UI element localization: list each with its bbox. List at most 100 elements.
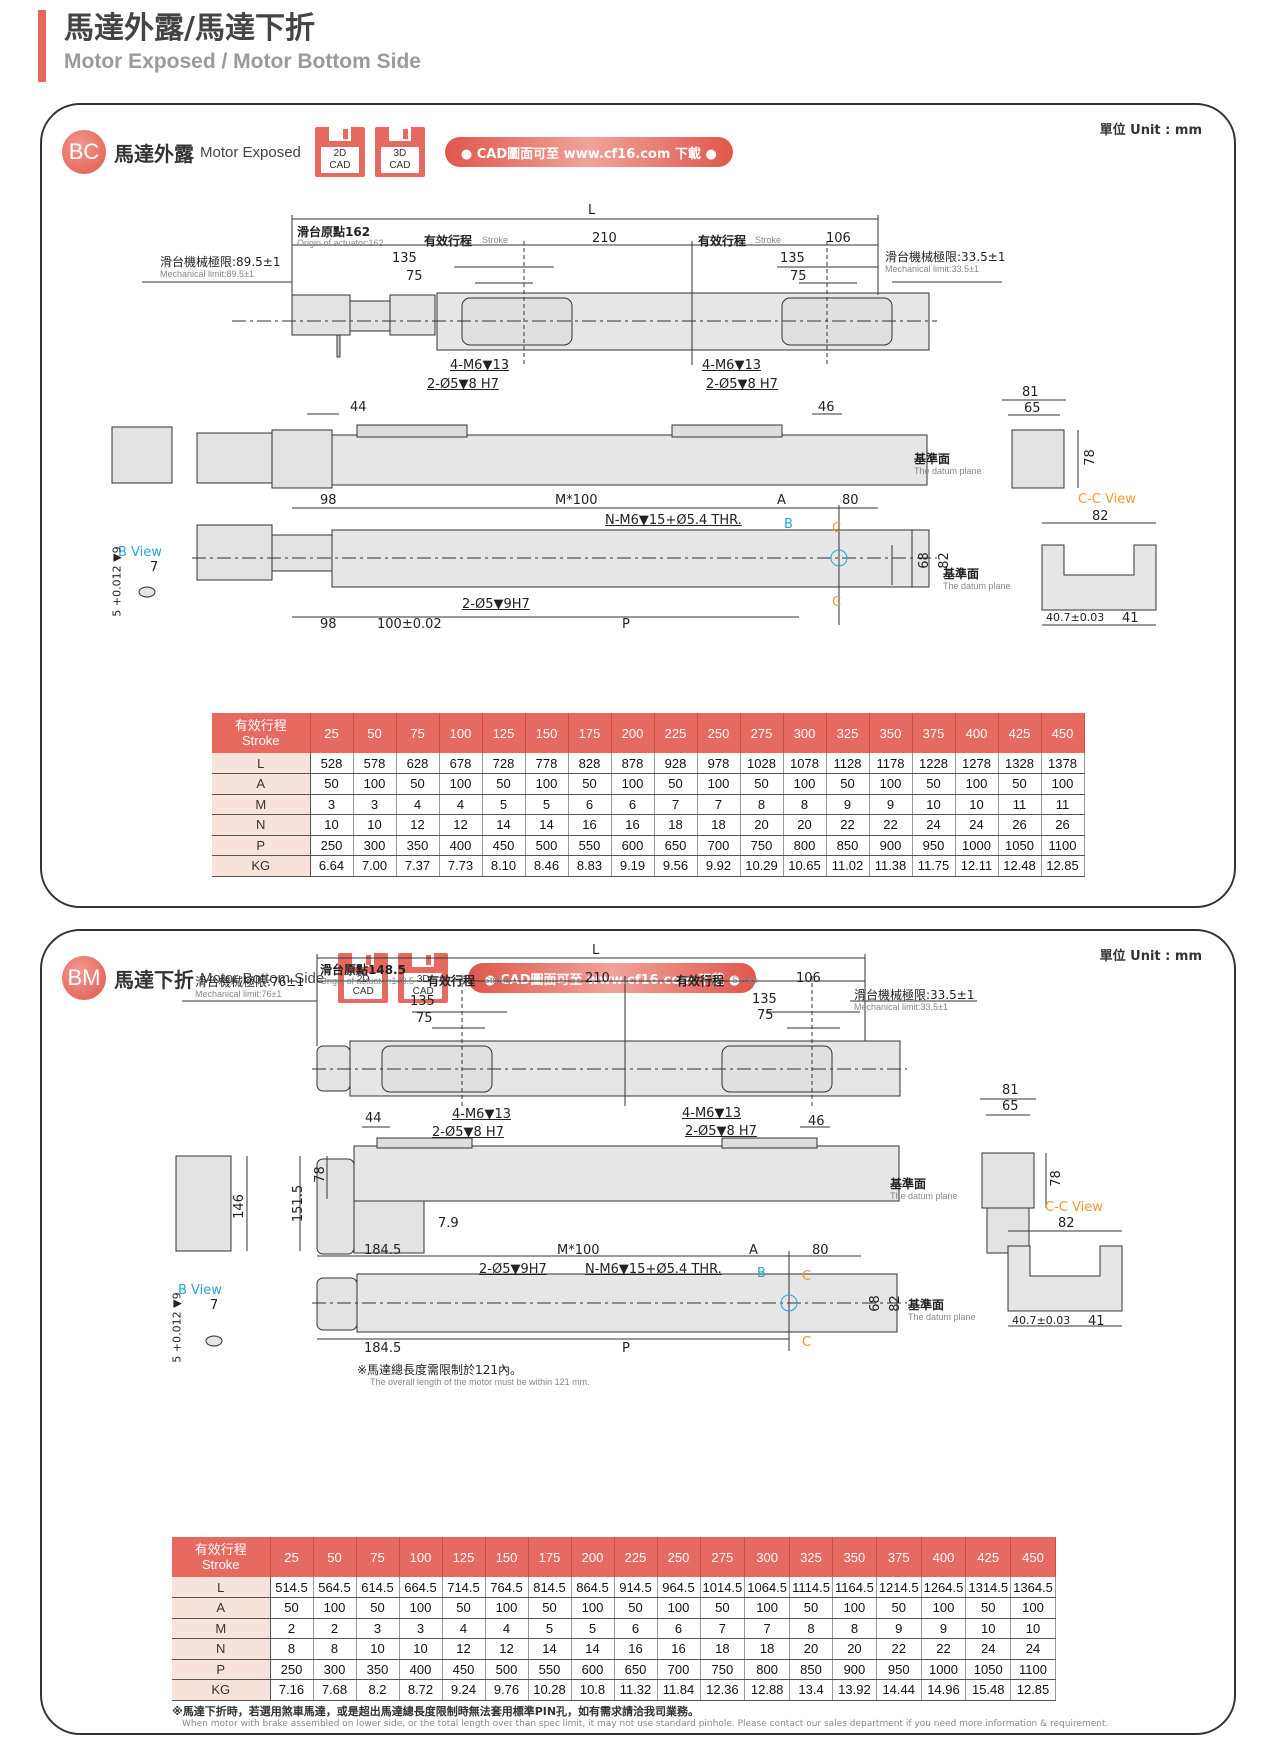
- unit-label: 單位 Unit : mm: [1099, 949, 1202, 964]
- table-cell: 764.5: [485, 1577, 529, 1598]
- table-cell: 10: [399, 1638, 443, 1660]
- table-cell: 20: [832, 1638, 877, 1660]
- unit-label: 單位 Unit : mm: [1099, 123, 1202, 138]
- m6-callout-right: 4-M6▼13: [682, 1106, 741, 1121]
- dim-P: P: [622, 617, 630, 632]
- table-cell: 10: [965, 1618, 1012, 1639]
- table-cell: 10: [1010, 1618, 1056, 1639]
- b-view-7: 7: [150, 560, 159, 575]
- m6-callout-right: 4-M6▼13: [702, 358, 761, 373]
- table-cell: 850: [789, 1659, 834, 1680]
- stroke-column-header: 350: [869, 713, 913, 753]
- actuator-body-side: [331, 434, 928, 486]
- stroke-en-left: Stroke: [484, 975, 511, 985]
- bc-drawing-svg: [111, 215, 1157, 626]
- stroke-column-header: 300: [744, 1537, 791, 1577]
- page-header: 馬達外露/馬達下折 Motor Exposed / Motor Bottom S…: [38, 10, 421, 82]
- table-cell: 100: [399, 1597, 443, 1619]
- datum-en-1: The datum plane: [914, 466, 982, 476]
- floppy-disk-icon: [412, 953, 435, 967]
- table-cell: 10: [955, 794, 999, 815]
- row-label: N: [212, 814, 311, 836]
- table-cell: 12.48: [998, 855, 1042, 877]
- table-cell: 15.48: [965, 1679, 1012, 1701]
- table-cell: 6: [611, 794, 655, 815]
- table-cell: 50: [912, 773, 956, 795]
- table-cell: 800: [744, 1659, 791, 1680]
- table-cell: 1328: [998, 753, 1042, 774]
- dim-m100: M*100: [557, 1243, 600, 1258]
- stroke-zh-right: 有效行程: [698, 234, 747, 248]
- dim-135-left: 135: [392, 251, 417, 266]
- table-cell: 1214.5: [876, 1577, 922, 1598]
- table-cell: 914.5: [614, 1577, 658, 1598]
- table-cell: 900: [832, 1659, 877, 1680]
- cc-41: 41: [1088, 1314, 1105, 1329]
- table-cell: 22: [921, 1638, 967, 1660]
- dim-98-top: 98: [320, 493, 337, 508]
- table-cell: 1050: [965, 1659, 1012, 1680]
- table-cell: 878: [611, 753, 655, 774]
- floppy-disk-icon: [328, 127, 351, 141]
- stroke-zh-left: 有效行程: [427, 974, 476, 988]
- table-cell: 100: [869, 773, 913, 795]
- table-cell: 250: [270, 1659, 314, 1680]
- table-cell: 12.85: [1010, 1679, 1056, 1701]
- table-cell: 700: [657, 1659, 701, 1680]
- stroke-column-header: 150: [485, 1537, 529, 1577]
- row-label: L: [212, 753, 311, 774]
- cad-download-link[interactable]: ● CAD圖面可至 www.cf16.com 下載 ●: [444, 137, 733, 167]
- table-cell: 3: [353, 794, 397, 815]
- table-cell: 26: [998, 814, 1042, 836]
- table-cell: 50: [442, 1597, 486, 1619]
- table-cell: 14.96: [921, 1679, 967, 1701]
- table-cell: 9.19: [611, 855, 655, 877]
- table-cell: 20: [783, 814, 827, 836]
- table-cell: 11: [1041, 794, 1085, 815]
- table-cell: 3: [310, 794, 354, 815]
- table-cell: 22: [869, 814, 913, 836]
- table-cell: 12: [439, 814, 483, 836]
- table-cell: 22: [876, 1638, 922, 1660]
- table-cell: 10: [356, 1638, 400, 1660]
- table-cell: 1264.5: [921, 1577, 967, 1598]
- table-cell: 9.76: [485, 1679, 529, 1701]
- dim-L: L: [592, 943, 600, 958]
- table-cell: 1164.5: [832, 1577, 877, 1598]
- origin-en: Origin of actuator:162: [297, 238, 384, 248]
- stroke-column-header: 375: [912, 713, 956, 753]
- stroke-column-header: 200: [611, 713, 655, 753]
- stroke-column-header: 250: [657, 1537, 701, 1577]
- table-cell: 8: [313, 1638, 357, 1660]
- table-cell: 750: [700, 1659, 746, 1680]
- table-cell: 3: [356, 1618, 400, 1639]
- table-cell: 3: [399, 1618, 443, 1639]
- section-badge: BM: [62, 956, 106, 1000]
- dim-44: 44: [350, 400, 367, 415]
- table-cell: 1100: [1041, 835, 1085, 856]
- stroke-column-header: 275: [700, 1537, 746, 1577]
- row-label: A: [212, 773, 311, 795]
- table-cell: 16: [614, 1638, 658, 1660]
- table-cell: 12: [396, 814, 440, 836]
- origin-en: Origin of actuator:148.5: [320, 976, 415, 986]
- table-cell: 100: [955, 773, 999, 795]
- row-label: KG: [172, 1679, 271, 1701]
- table-cell: 14: [525, 814, 569, 836]
- table-cell: 9.92: [697, 855, 741, 877]
- table-cell: 20: [789, 1638, 834, 1660]
- motor-side: [196, 432, 273, 484]
- b-view-pin: [138, 586, 156, 598]
- table-cell: 100: [832, 1597, 877, 1619]
- table-cell: 950: [876, 1659, 922, 1680]
- cad-download-link[interactable]: ● CAD圖面可至 www.cf16.com 下載 ●: [468, 963, 757, 993]
